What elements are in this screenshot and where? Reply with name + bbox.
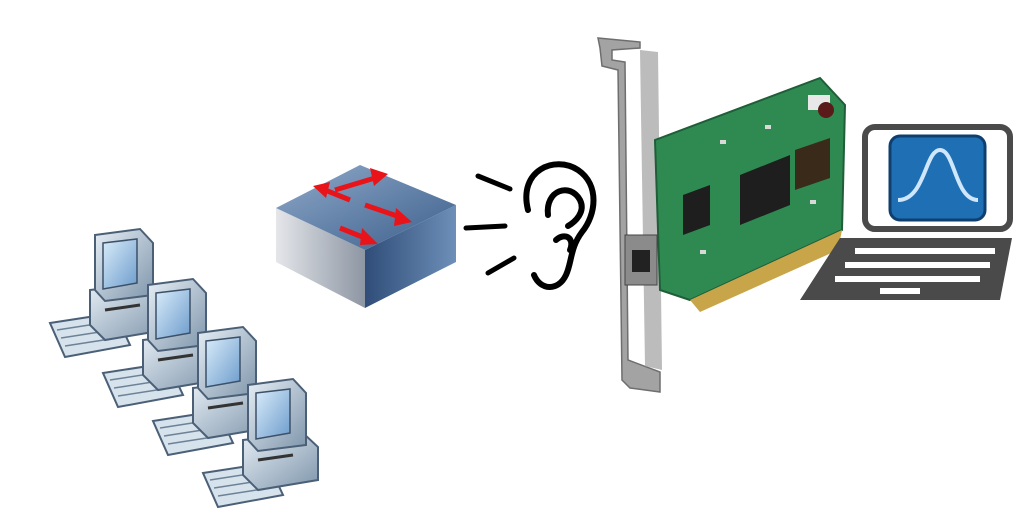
sound-waves-icon — [463, 173, 517, 276]
network-interface-card-icon — [597, 37, 847, 393]
network-switch-icon — [276, 165, 456, 308]
switch-arrows — [313, 168, 412, 245]
workstation-group-icon — [48, 227, 320, 509]
ear-listening-icon — [523, 161, 597, 290]
wireshark-logo-icon — [888, 134, 987, 222]
laptop-wireshark-icon — [800, 124, 1013, 300]
